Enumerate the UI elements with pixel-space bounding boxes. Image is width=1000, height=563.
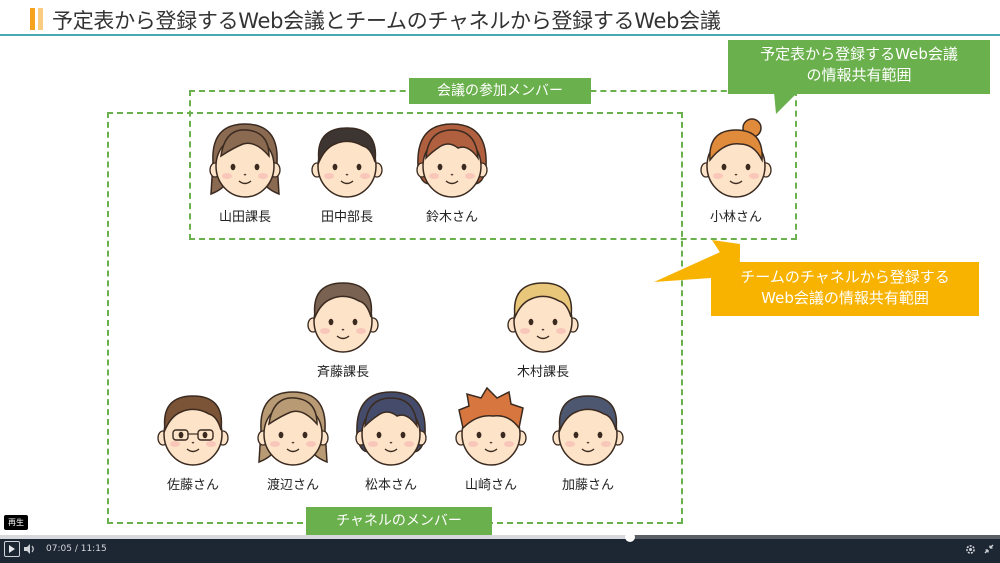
person-sato: 佐藤さん [143, 386, 243, 493]
channel-members-label: チャネルのメンバー [306, 507, 492, 535]
person-name: 木村課長 [516, 365, 569, 380]
progress-knob[interactable] [625, 532, 635, 542]
callout-calendar-line2: の情報共有範囲 [806, 66, 912, 84]
person-name: 山田課長 [218, 210, 271, 225]
person-avatar-icon [416, 123, 488, 198]
person-avatar-icon [700, 118, 772, 198]
person-avatar-icon [507, 282, 579, 353]
person-kimura: 木村課長 [493, 273, 593, 380]
callout-calendar-line1: 予定表から登録するWeb会議 [760, 45, 958, 63]
person-name: 佐藤さん [166, 478, 219, 493]
time-display: 07:05 / 11:15 [46, 544, 107, 554]
exit-fullscreen-icon[interactable] [984, 544, 994, 554]
person-yamada: 山田課長 [195, 118, 295, 225]
play-tooltip: 再生 [4, 515, 28, 530]
person-tanaka: 田中部長 [297, 118, 397, 225]
callout-channel-line2: Web会議の情報共有範囲 [761, 289, 929, 307]
person-avatar-icon [157, 395, 229, 466]
meeting-members-label: 会議の参加メンバー [409, 78, 591, 104]
person-avatar-icon [311, 127, 383, 198]
person-avatar-icon [455, 386, 527, 466]
video-control-bar [0, 537, 1000, 563]
person-matsumoto: 松本さん [341, 386, 441, 493]
volume-icon[interactable] [24, 544, 36, 554]
person-name: 渡辺さん [266, 478, 319, 493]
person-name: 小林さん [709, 210, 762, 225]
callout-channel-scope: チームのチャネルから登録する Web会議の情報共有範囲 [711, 262, 979, 316]
progress-slider[interactable] [0, 532, 1000, 542]
slide-header: 予定表から登録するWeb会議とチームのチャネルから登録するWeb会議 [0, 0, 1000, 36]
slide-title: 予定表から登録するWeb会議とチームのチャネルから登録するWeb会議 [52, 9, 721, 33]
time-separator: / [74, 544, 78, 554]
person-kato: 加藤さん [538, 386, 638, 493]
person-avatar-icon [552, 395, 624, 466]
play-button[interactable] [4, 541, 20, 557]
person-name: 斉藤課長 [316, 365, 369, 380]
person-name: 加藤さん [561, 478, 614, 493]
progress-fill [0, 535, 630, 539]
current-time: 07:05 [46, 544, 72, 554]
settings-gear-icon[interactable] [965, 544, 976, 555]
person-watanabe: 渡辺さん [243, 386, 343, 493]
person-name: 山崎さん [464, 478, 517, 493]
callout-channel-line1: チームのチャネルから登録する [740, 268, 950, 286]
person-saito: 斉藤課長 [293, 273, 393, 380]
person-yamazaki: 山崎さん [441, 386, 541, 493]
person-suzuki: 鈴木さん [402, 118, 502, 225]
title-underline [0, 34, 1000, 36]
callout-calendar-tail [774, 92, 798, 114]
person-name: 鈴木さん [425, 210, 478, 225]
person-avatar-icon [257, 391, 329, 466]
total-time: 11:15 [80, 544, 107, 554]
title-accent-bars [30, 8, 44, 30]
person-avatar-icon [355, 391, 427, 466]
person-avatar-icon [209, 123, 281, 198]
callout-calendar-scope: 予定表から登録するWeb会議 の情報共有範囲 [728, 40, 990, 94]
person-avatar-icon [307, 282, 379, 353]
person-name: 松本さん [364, 478, 417, 493]
person-name: 田中部長 [320, 210, 373, 225]
person-kobayashi: 小林さん [686, 118, 786, 225]
